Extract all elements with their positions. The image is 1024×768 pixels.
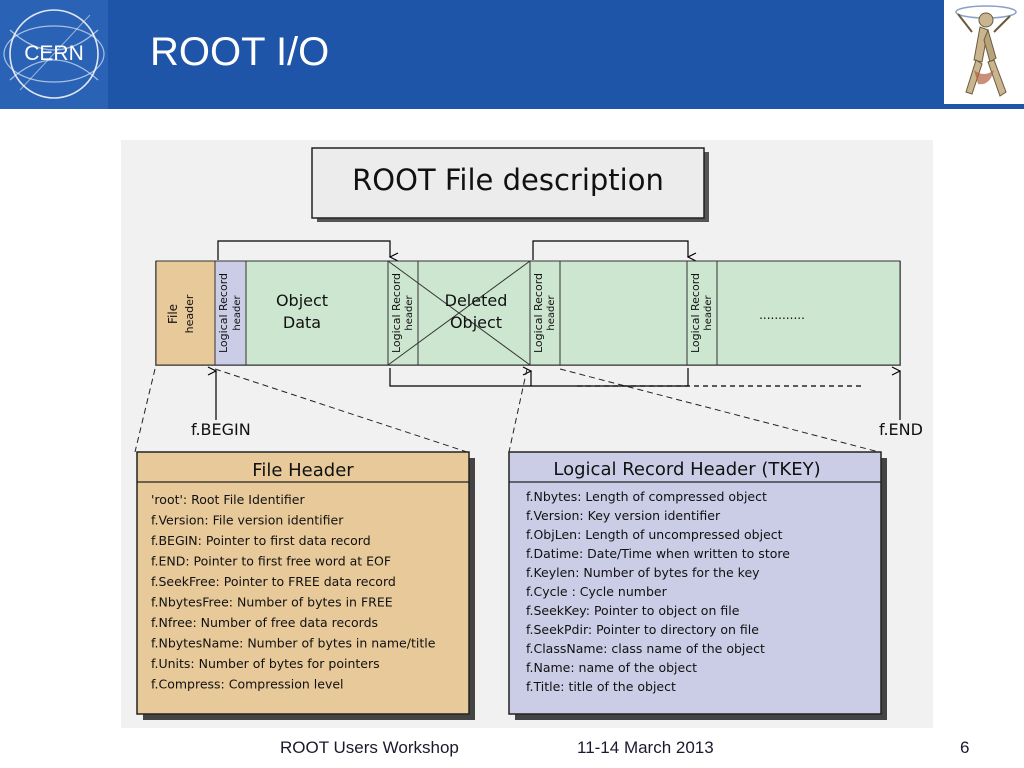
diagram-title-box <box>311 147 705 219</box>
zoom-line <box>134 368 156 453</box>
zoom-line <box>508 368 528 453</box>
begin-marker: f.BEGIN <box>191 420 251 439</box>
file-header-label: header <box>183 294 196 333</box>
tkey-fields: f.Nbytes: Length of compressed object f.V… <box>526 489 790 694</box>
record-header-segment <box>686 260 718 366</box>
pointer-arrow <box>217 240 390 260</box>
end-marker: f.END <box>879 420 923 439</box>
footer-page-number: 6 <box>960 738 970 757</box>
header-band <box>0 0 1024 109</box>
field-line: f.Version: Key version identifier <box>526 508 721 523</box>
diagram-title: ROOT File description <box>352 163 664 197</box>
field-line: f.Name: name of the object <box>526 660 697 675</box>
field-line: f.ObjLen: Length of uncompressed object <box>526 527 783 542</box>
record-header-label: header <box>546 294 557 330</box>
file-header-label: File <box>166 304 180 324</box>
zoom-line <box>559 368 880 453</box>
field-line: f.Compress: Compression level <box>151 677 344 692</box>
footer-date: 11-14 March 2013 <box>577 738 714 757</box>
slide-title: ROOT I/O <box>150 30 330 74</box>
field-line: f.SeekFree: Pointer to FREE data record <box>151 574 396 589</box>
deleted-object-label: Deleted <box>445 291 508 310</box>
field-line: f.Datime: Date/Time when written to stor… <box>526 546 790 561</box>
field-line: f.NbytesName: Number of bytes in name/ti… <box>151 636 436 651</box>
ellipsis-label: ............ <box>759 308 805 322</box>
field-line: f.SeekKey: Pointer to object on file <box>526 603 740 618</box>
object-data-label: Data <box>283 313 321 332</box>
field-line: 'root': Root File Identifier <box>151 492 305 507</box>
record-header-label: Logical Record <box>390 273 403 353</box>
pointer-arrow <box>532 240 688 260</box>
record-header-label: header <box>232 294 243 330</box>
record-header-label: Logical Record <box>532 273 545 353</box>
field-line: f.BEGIN: Pointer to first data record <box>151 533 371 548</box>
remaining-records-segment <box>716 260 901 366</box>
record-header-segment <box>529 260 561 366</box>
field-line: f.Title: title of the object <box>526 679 676 694</box>
file-header-box <box>136 451 470 715</box>
field-line: f.Version: File version identifier <box>151 513 344 528</box>
file-header-fields: 'root': Root File Identifier f.Version: F… <box>151 492 436 692</box>
record-header-label: Logical Record <box>689 273 702 353</box>
field-line: f.Nbytes: Length of compressed object <box>526 489 767 504</box>
field-line: f.NbytesFree: Number of bytes in FREE <box>151 595 393 610</box>
record-header-label: Logical Record <box>217 273 230 353</box>
zoom-line <box>214 368 468 453</box>
file-layout-bar: File header Logical Record header Logica… <box>155 260 901 366</box>
root-file-diagram: ROOT File description File header Logica… <box>121 140 933 728</box>
cern-logo: CERN <box>0 0 108 109</box>
tkey-title: Logical Record Header (TKEY) <box>553 459 820 480</box>
field-line: f.Keylen: Number of bytes for the key <box>526 565 760 580</box>
deleted-object-label: Object <box>450 313 502 332</box>
record-header-segment <box>214 260 247 366</box>
mascot-figure-icon <box>944 0 1024 104</box>
field-line: f.SeekPdir: Pointer to directory on file <box>526 622 759 637</box>
record-header-label: header <box>703 294 714 330</box>
deleted-object-segment <box>417 260 531 366</box>
field-line: f.Nfree: Number of free data records <box>151 615 378 630</box>
pointer-arrow <box>389 368 531 387</box>
footer-event: ROOT Users Workshop <box>280 738 459 757</box>
record-header-label: header <box>404 294 415 330</box>
object-data-segment <box>559 260 688 366</box>
field-line: f.ClassName: class name of the object <box>526 641 765 656</box>
field-line: f.Cycle : Cycle number <box>526 584 668 599</box>
field-line: f.Units: Number of bytes for pointers <box>151 656 380 671</box>
cern-logo-text: CERN <box>24 42 84 65</box>
object-data-label: Object <box>276 291 328 310</box>
pointer-arrow <box>531 368 689 387</box>
tkey-box <box>508 451 882 715</box>
field-line: f.END: Pointer to first free word at EOF <box>151 554 391 569</box>
file-header-title: File Header <box>252 460 354 481</box>
